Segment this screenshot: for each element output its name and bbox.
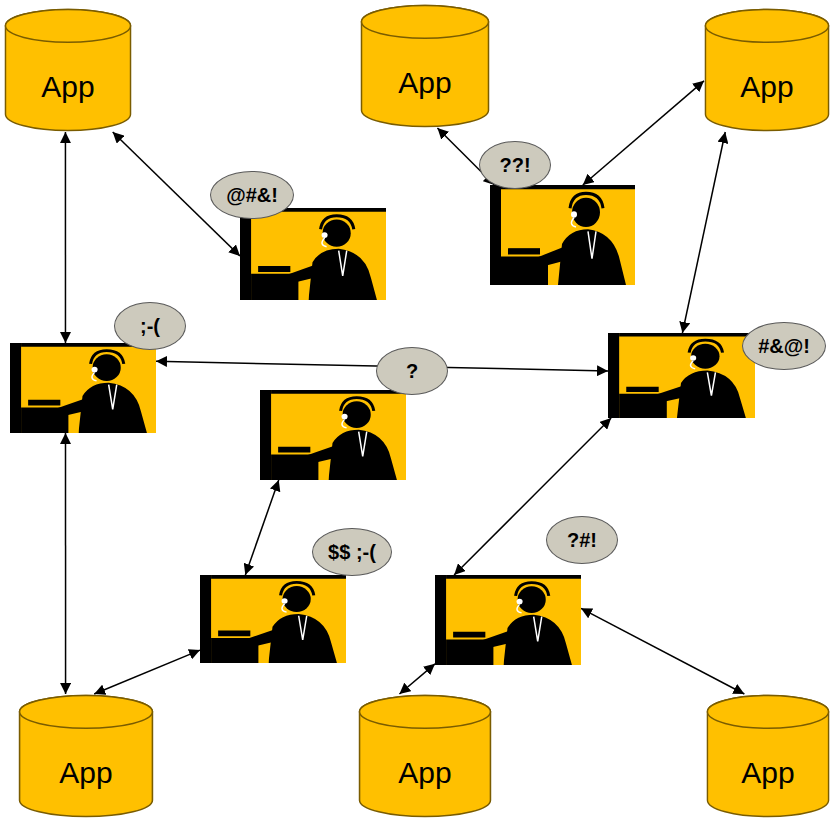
app-name: App xyxy=(398,756,451,790)
connector-arrow xyxy=(245,480,278,575)
bubble-text: #&@! xyxy=(758,335,810,358)
worker-icon: ;-( xyxy=(10,343,156,433)
cylinder-label: App xyxy=(360,49,490,118)
bubble-text: ??! xyxy=(499,154,530,177)
worker-icon: ??! xyxy=(490,185,635,285)
bubble-text: ? xyxy=(406,360,418,383)
worker-picture xyxy=(240,208,386,300)
cylinder-label: App xyxy=(18,739,154,808)
connector-arrow xyxy=(682,132,725,333)
connector-arrow xyxy=(581,608,744,694)
worker-picture xyxy=(490,185,635,285)
app-name: App xyxy=(741,756,794,790)
connector-arrow xyxy=(583,81,704,185)
cylinder-label: App xyxy=(704,53,830,122)
cylinder-shape xyxy=(18,694,154,818)
worker-icon: ?#! xyxy=(435,575,581,665)
bubble-text: @#&! xyxy=(226,184,278,207)
cylinder-label: App xyxy=(358,739,492,808)
app-cylinder: App xyxy=(360,4,490,128)
speech-bubble: ?#! xyxy=(546,516,618,564)
speech-bubble: #&@! xyxy=(742,322,826,370)
speech-bubble: $$ ;-( xyxy=(312,528,392,576)
speech-bubble: ;-( xyxy=(114,302,186,350)
app-cylinder: App xyxy=(358,694,492,818)
cylinder-shape xyxy=(704,8,830,132)
app-cylinder: App xyxy=(706,694,830,818)
bubble-text: ?#! xyxy=(567,529,597,552)
app-cylinder: App xyxy=(4,8,132,132)
connector-arrow xyxy=(399,664,435,694)
app-cylinder: App xyxy=(704,8,830,132)
worker-picture xyxy=(260,390,406,480)
cylinder-label: App xyxy=(4,53,132,122)
cylinder-label: App xyxy=(706,739,830,808)
worker-icon: ? xyxy=(260,390,406,480)
connector-arrow xyxy=(65,433,67,694)
app-name: App xyxy=(59,756,112,790)
connector-arrow xyxy=(94,650,200,694)
bubble-text: $$ ;-( xyxy=(328,541,376,564)
app-cylinder: App xyxy=(18,694,154,818)
worker-icon: $$ ;-( xyxy=(200,575,346,663)
app-name: App xyxy=(41,70,94,104)
app-name: App xyxy=(740,70,793,104)
cylinder-shape xyxy=(358,694,492,818)
app-name: App xyxy=(398,66,451,100)
speech-bubble: ??! xyxy=(479,141,551,189)
worker-icon: #&@! xyxy=(608,333,755,418)
worker-picture xyxy=(608,333,755,418)
bubble-text: ;-( xyxy=(140,315,160,338)
worker-picture xyxy=(10,343,156,433)
worker-icon: @#&! xyxy=(240,208,386,300)
worker-picture xyxy=(435,575,581,665)
cylinder-shape xyxy=(360,4,490,128)
speech-bubble: ? xyxy=(376,347,448,395)
worker-picture xyxy=(200,575,346,663)
connector-arrow xyxy=(65,132,67,343)
cylinder-shape xyxy=(4,8,132,132)
speech-bubble: @#&! xyxy=(210,171,294,219)
cylinder-shape xyxy=(706,694,830,818)
